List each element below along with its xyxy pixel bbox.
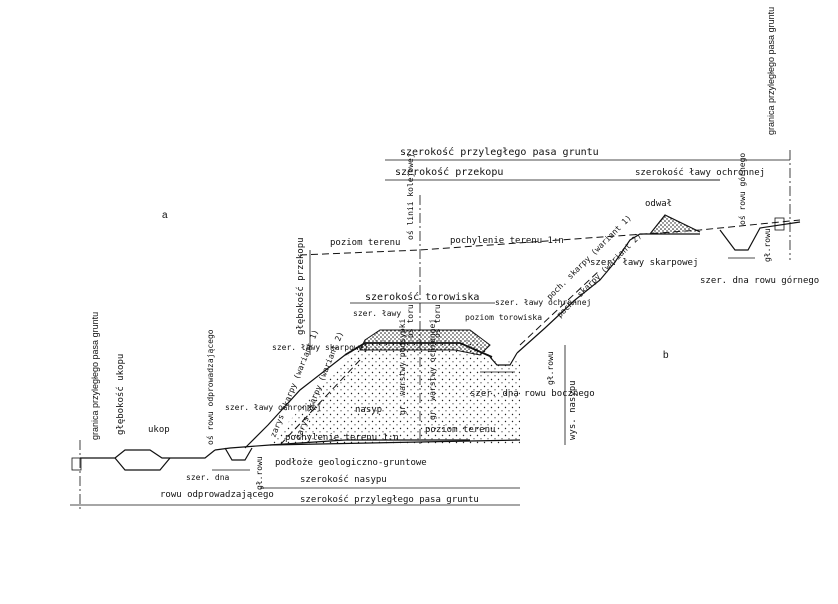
formation-level-line — [344, 342, 493, 358]
label-szer-dna-rowu-bocznego: szer. dna rowu bocznego — [470, 389, 595, 399]
ground-base — [269, 439, 521, 446]
terrain-lower-left — [80, 449, 216, 459]
label-szer-dna: szer. dna — [186, 473, 230, 482]
slope-outline-variant-2 — [279, 359, 361, 446]
cut-slope-variant-2 — [519, 269, 601, 346]
label-szer-lawy-ochronnej-lewa: szer. ławy ochronnej — [225, 403, 321, 412]
label-ukop: ukop — [148, 425, 170, 435]
boundary-post-left — [71, 457, 82, 471]
label-szer-nasypu: szerokość nasypu — [300, 474, 387, 485]
cut-slope-right — [516, 233, 700, 354]
embankment-left-slope — [244, 354, 346, 449]
label-szer-lawy-ochronnej-srodek: szer. ławy ochronnej — [495, 298, 591, 307]
dimension-lines — [70, 150, 791, 510]
label-os-linii: oś linii kolejowej — [405, 153, 415, 240]
label-szer-lawy-skarpowej-prawa: szer. ławy skarpowej — [590, 258, 698, 268]
label-gl-rowu-odpr: gł.rowu — [255, 456, 264, 490]
label-poziom-terenu-dol: poziom terenu — [425, 425, 495, 435]
label-granica-lewa: granica przyległego pasa gruntu — [90, 312, 100, 440]
marker-b: b — [663, 350, 669, 361]
label-szer-lawy-torowisko: szer. ławy — [353, 309, 401, 318]
label-wys-nasypu: wys. nasypu — [568, 380, 578, 440]
label-szer-przekopu: szerokość przekopu — [395, 166, 503, 178]
label-gr-podsypki: gr. warstwy podsypki — [398, 318, 407, 415]
side-ditch — [489, 352, 518, 366]
upper-ditch — [719, 221, 801, 251]
label-gr-ochronnej: gr. warstwy ochronnej — [428, 319, 437, 420]
labels: granica przyległego pasa gruntu granica … — [90, 7, 819, 505]
terrain-slope-upper — [299, 219, 801, 256]
boundary-post-right — [774, 217, 785, 231]
label-os-rowu-gornego: oś rowu górnego — [737, 153, 747, 225]
embankment-fill — [268, 340, 520, 445]
borrow-pit — [114, 457, 171, 471]
label-szer-dna-rowu-gornego: szer. dna rowu górnego — [700, 275, 819, 286]
label-podloze: podłoże geologiczno-gruntowe — [275, 458, 427, 468]
label-granica-prawa: granica przyległego pasa gruntu — [766, 7, 776, 135]
terrain-and-embankment — [80, 214, 801, 471]
label-glebokosc-ukopu: głębokość ukopu — [115, 354, 126, 435]
label-szer-torowiska: szerokość torowiska — [365, 291, 479, 303]
marker-a: a — [162, 210, 168, 221]
label-szer-pasa-gora: szerokość przyległego pasa gruntu — [400, 146, 599, 158]
label-poziom-terenu-gora: poziom terenu — [330, 238, 400, 248]
label-pochylenie-dol: pochylenie terenu 1:n — [285, 433, 399, 443]
label-rowu-odpr: rowu odprowadzającego — [160, 490, 274, 500]
label-nasyp: nasyp — [355, 405, 382, 415]
label-os-rowu-odpr: oś rowu odprowadzającego — [205, 329, 215, 445]
label-odwal: odwał — [645, 199, 672, 209]
label-glebokosc-przekopu: głębokość przekopu — [295, 237, 306, 335]
label-gl-rowu-boczny: gł.rowu — [546, 351, 555, 385]
label-szer-lawy-skarpowej-lewa: szer. ławy skarpowej — [272, 343, 368, 352]
label-os-toru-prawa: oś toru — [432, 304, 442, 338]
spoil-heap-fill — [650, 215, 700, 234]
label-pochylenie-gora: pochylenie terenu 1:n — [450, 236, 564, 246]
left-drain-ditch — [224, 447, 253, 461]
label-gl-rowu-gornego: gł.rowu — [763, 228, 772, 262]
label-szer-lawy-ochronnej-prawa: szerokość ławy ochronnej — [635, 167, 765, 178]
label-os-toru-lewa: oś toru — [405, 304, 415, 338]
label-szer-pasa-dol: szerokość przyległego pasa gruntu — [300, 494, 479, 505]
label-poziom-torowiska: poziom torowiska — [465, 313, 542, 322]
